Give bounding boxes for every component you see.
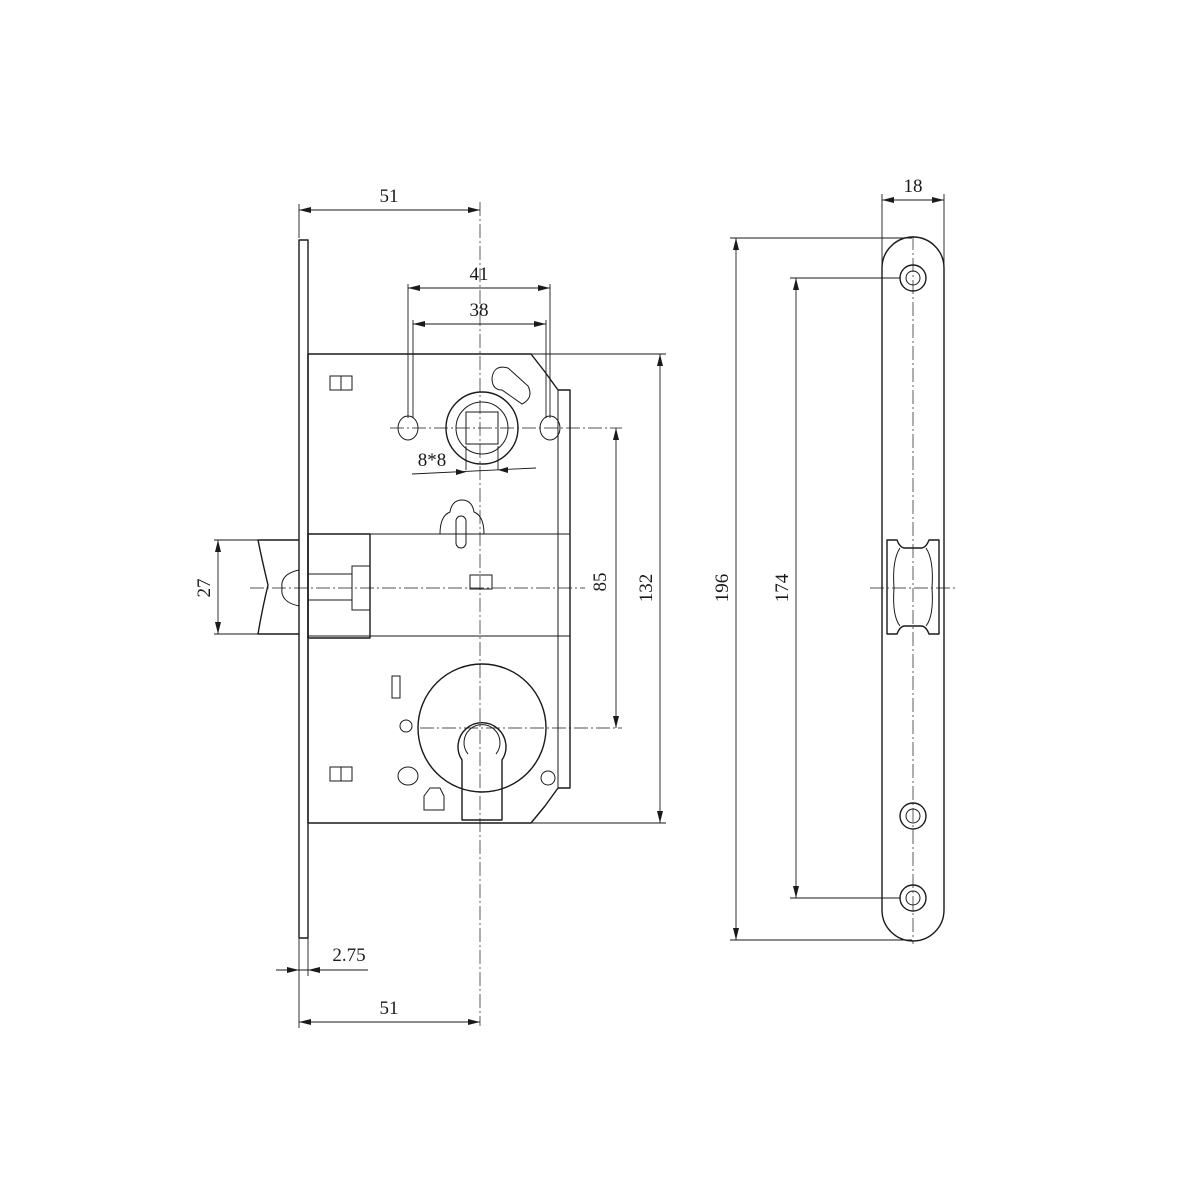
cam-slot bbox=[491, 366, 531, 405]
dim-faceplate-length: 196 bbox=[712, 574, 733, 603]
cylinder-cam-notch bbox=[423, 787, 445, 811]
latch-square-mark bbox=[469, 574, 493, 590]
latch-bolt-head bbox=[257, 539, 299, 635]
cylinder-small-hole bbox=[399, 719, 413, 733]
faceplate-side bbox=[298, 239, 309, 939]
latch-bolt-housing bbox=[307, 533, 371, 639]
dim-faceplate-thickness: 2.75 bbox=[332, 945, 365, 966]
latch-guide-pin bbox=[455, 515, 467, 549]
cylinder-rose-outer bbox=[417, 663, 547, 793]
faceplate-outline bbox=[881, 236, 945, 942]
dim-hole-outer: 41 bbox=[470, 264, 489, 285]
latch-opening bbox=[886, 539, 940, 635]
dim-hole-inner: 38 bbox=[470, 300, 489, 321]
cylinder-right-hole bbox=[540, 770, 556, 786]
dim-screw-spacing: 174 bbox=[772, 573, 793, 602]
latch-guide-slot bbox=[439, 499, 485, 535]
lock-body-front-view bbox=[257, 239, 571, 939]
faceplate-centerlines bbox=[870, 236, 958, 944]
dim-backset-top: 51 bbox=[380, 186, 399, 207]
cylinder-keyhole bbox=[457, 722, 507, 821]
dim-latch: 27 bbox=[194, 579, 215, 598]
dim-spindle: 8*8 bbox=[418, 450, 447, 471]
cylinder-slot-mark bbox=[391, 675, 401, 699]
dim-faceplate-width: 18 bbox=[904, 176, 923, 197]
dim-backset-bottom: 51 bbox=[380, 998, 399, 1019]
cylinder-keyhole-inner bbox=[463, 724, 501, 755]
dim-centers: 85 bbox=[590, 573, 611, 592]
cylinder-pin-hole bbox=[397, 766, 419, 786]
front-view-centerlines bbox=[250, 202, 622, 1026]
faceplate-dimensions: 18 196 174 bbox=[712, 176, 945, 941]
lock-case bbox=[307, 353, 571, 824]
dim-body-height: 132 bbox=[636, 574, 657, 603]
front-view-dimensions: 51 41 38 8*8 27 85 bbox=[194, 186, 666, 1028]
